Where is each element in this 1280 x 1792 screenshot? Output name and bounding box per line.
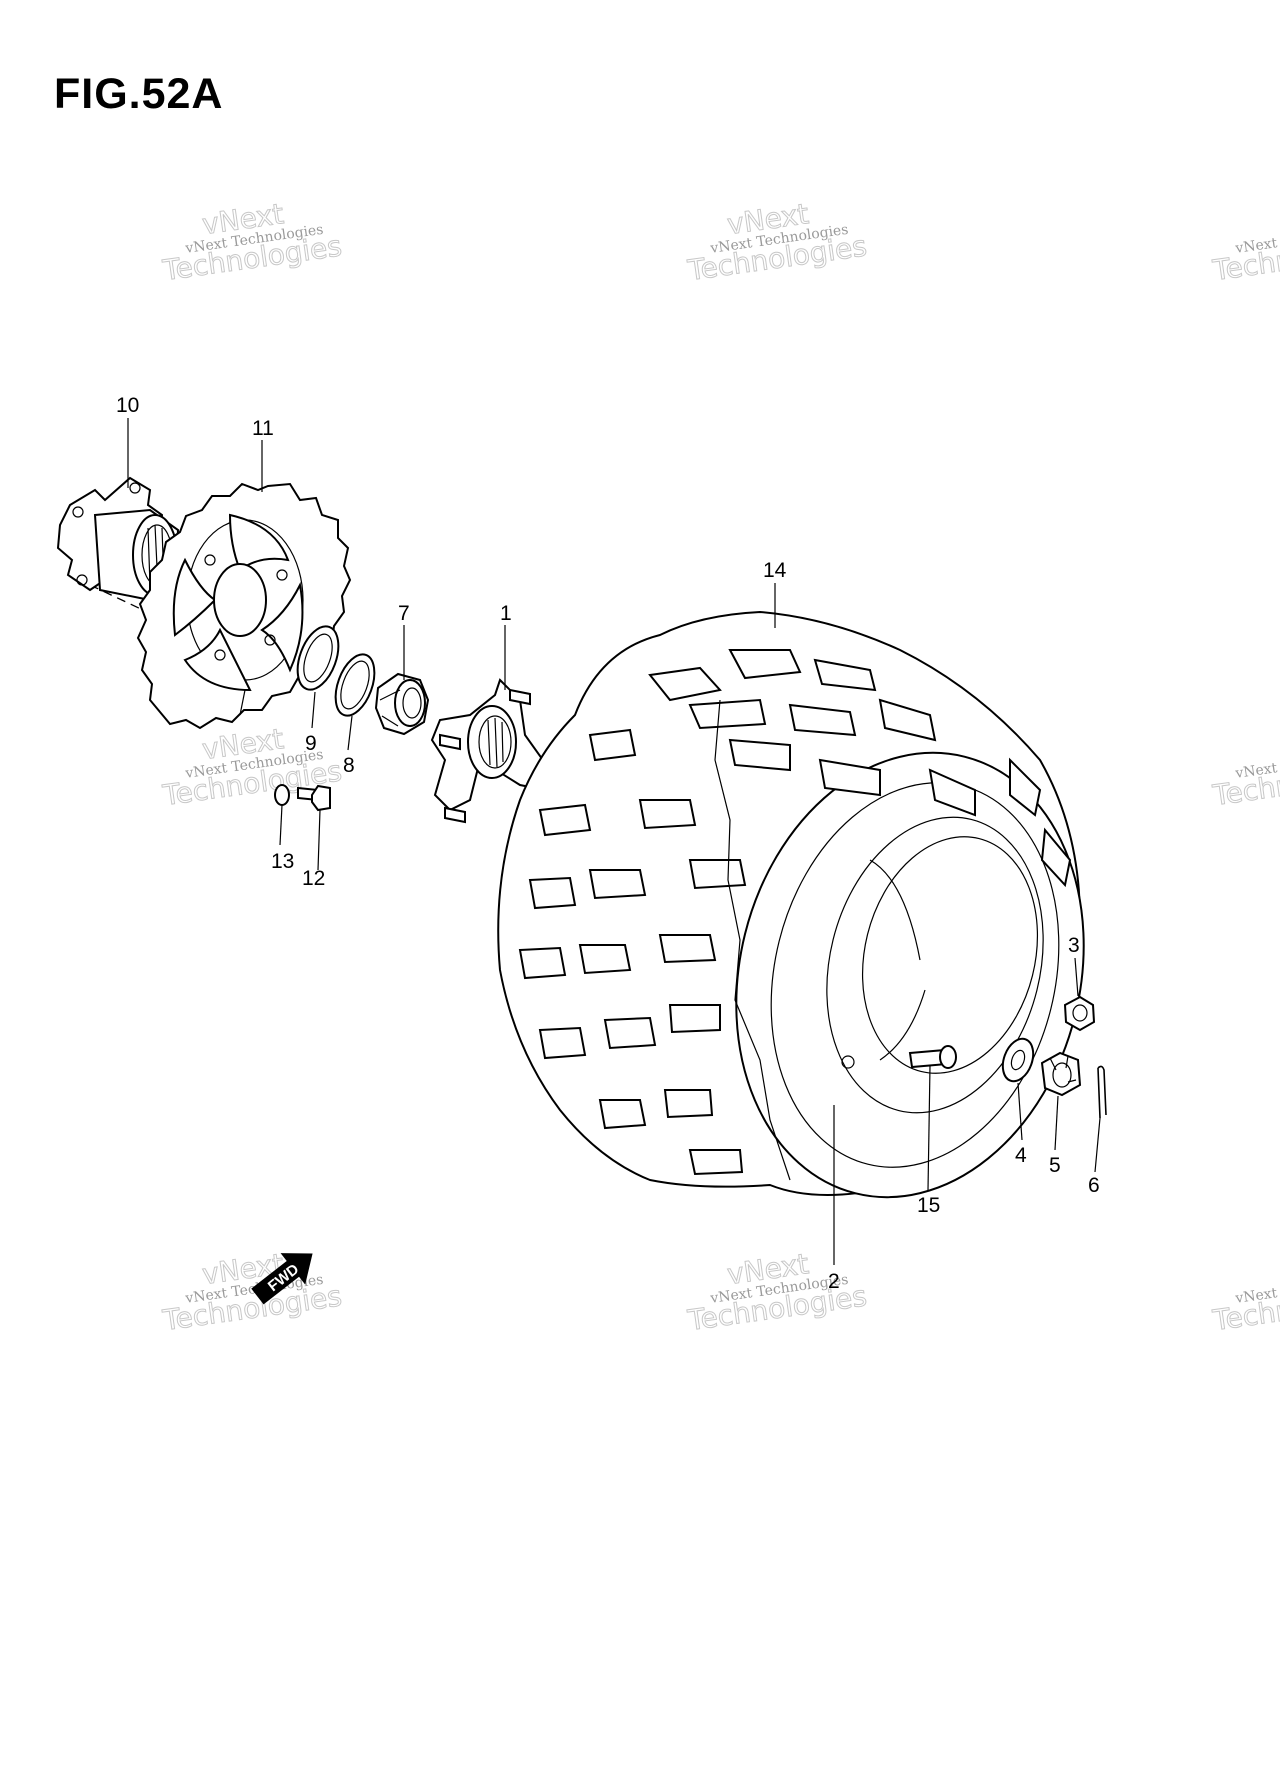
nut-part-7: [374, 672, 430, 736]
callout-7: 7: [398, 602, 410, 625]
callout-12: 12: [302, 867, 325, 890]
castle-nut-part-5: [1040, 1051, 1082, 1097]
valve-stem-part-15: [841, 1045, 957, 1069]
watermark: vNext vNext Technologies Technologies: [685, 1247, 870, 1338]
figure-title: FIG.52A: [54, 70, 224, 118]
watermark: vNext Technologies Technologies: [1210, 747, 1280, 813]
watermark: vNext vNext Technologies Technologies: [160, 197, 345, 288]
watermark: vNext Technologies Technologies: [1210, 222, 1280, 288]
callout-4: 4: [1015, 1144, 1027, 1167]
sprocket-part-11: [136, 482, 352, 730]
bolt-part-12: [297, 784, 331, 812]
watermark: vNext Technologies Technologies: [1210, 1272, 1280, 1338]
callout-11: 11: [252, 417, 274, 440]
ring-part-9: [296, 625, 340, 691]
cotter-pin-part-6: [1097, 1065, 1107, 1119]
tire-part-14: [497, 610, 1085, 1199]
watermark: vNext vNext Technologies Technologies: [685, 197, 870, 288]
nut-part-3: [1063, 995, 1096, 1032]
leader-lines: [127, 418, 1101, 1265]
callout-3: 3: [1068, 934, 1080, 957]
callout-9: 9: [305, 732, 317, 755]
callout-2: 2: [828, 1270, 840, 1293]
callout-10: 10: [116, 394, 139, 417]
callouts: 10 11 7 1 14 9 8 13 12 3 4 5 6 15 2: [116, 394, 1100, 1293]
callout-13: 13: [271, 850, 294, 873]
ring-part-8: [334, 653, 376, 717]
callout-8: 8: [343, 754, 355, 777]
callout-15: 15: [917, 1194, 940, 1217]
callout-6: 6: [1088, 1174, 1100, 1197]
callout-1: 1: [500, 602, 512, 625]
washer-part-4: [1001, 1037, 1035, 1083]
callout-5: 5: [1049, 1154, 1061, 1177]
washer-part-13: [274, 784, 290, 806]
callout-14: 14: [763, 559, 787, 582]
wheel-hub-part-1: [430, 678, 561, 824]
watermark: vNext vNext Technologies Technologies: [160, 1247, 345, 1338]
